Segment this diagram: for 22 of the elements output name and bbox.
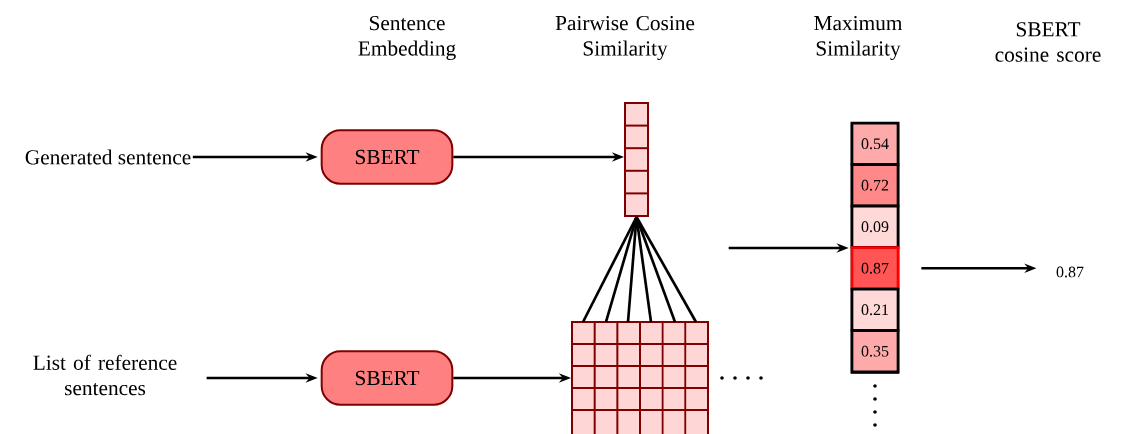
similarity-cell: 0.21 <box>850 287 900 332</box>
connector-line <box>635 216 698 323</box>
similarity-cell: 0.54 <box>850 121 900 166</box>
input-label: List of reference sentences <box>33 354 177 396</box>
connector-line <box>581 216 638 323</box>
model-box: SBERT <box>320 350 454 406</box>
model-box: SBERT <box>320 129 454 185</box>
similarity-cell: 0.09 <box>850 204 900 249</box>
column-heading: Sentence Embedding <box>358 15 456 60</box>
column-heading: Maximum Similarity <box>814 15 903 60</box>
similarity-cell: 0.87 <box>850 246 900 291</box>
column-heading: SBERT cosine score <box>995 22 1101 62</box>
embedding-vector <box>624 102 649 217</box>
score-label: 0.87 <box>1056 266 1084 278</box>
column-heading: Pairwise Cosine Similarity <box>555 15 695 60</box>
similarity-cell: 0.72 <box>850 163 900 208</box>
input-label: Generated sentence <box>25 149 191 165</box>
embedding-matrix <box>571 321 709 434</box>
connector-line <box>635 216 653 323</box>
connector-line <box>604 216 638 323</box>
similarity-cell: 0.35 <box>850 329 900 374</box>
connector-line <box>635 216 677 323</box>
